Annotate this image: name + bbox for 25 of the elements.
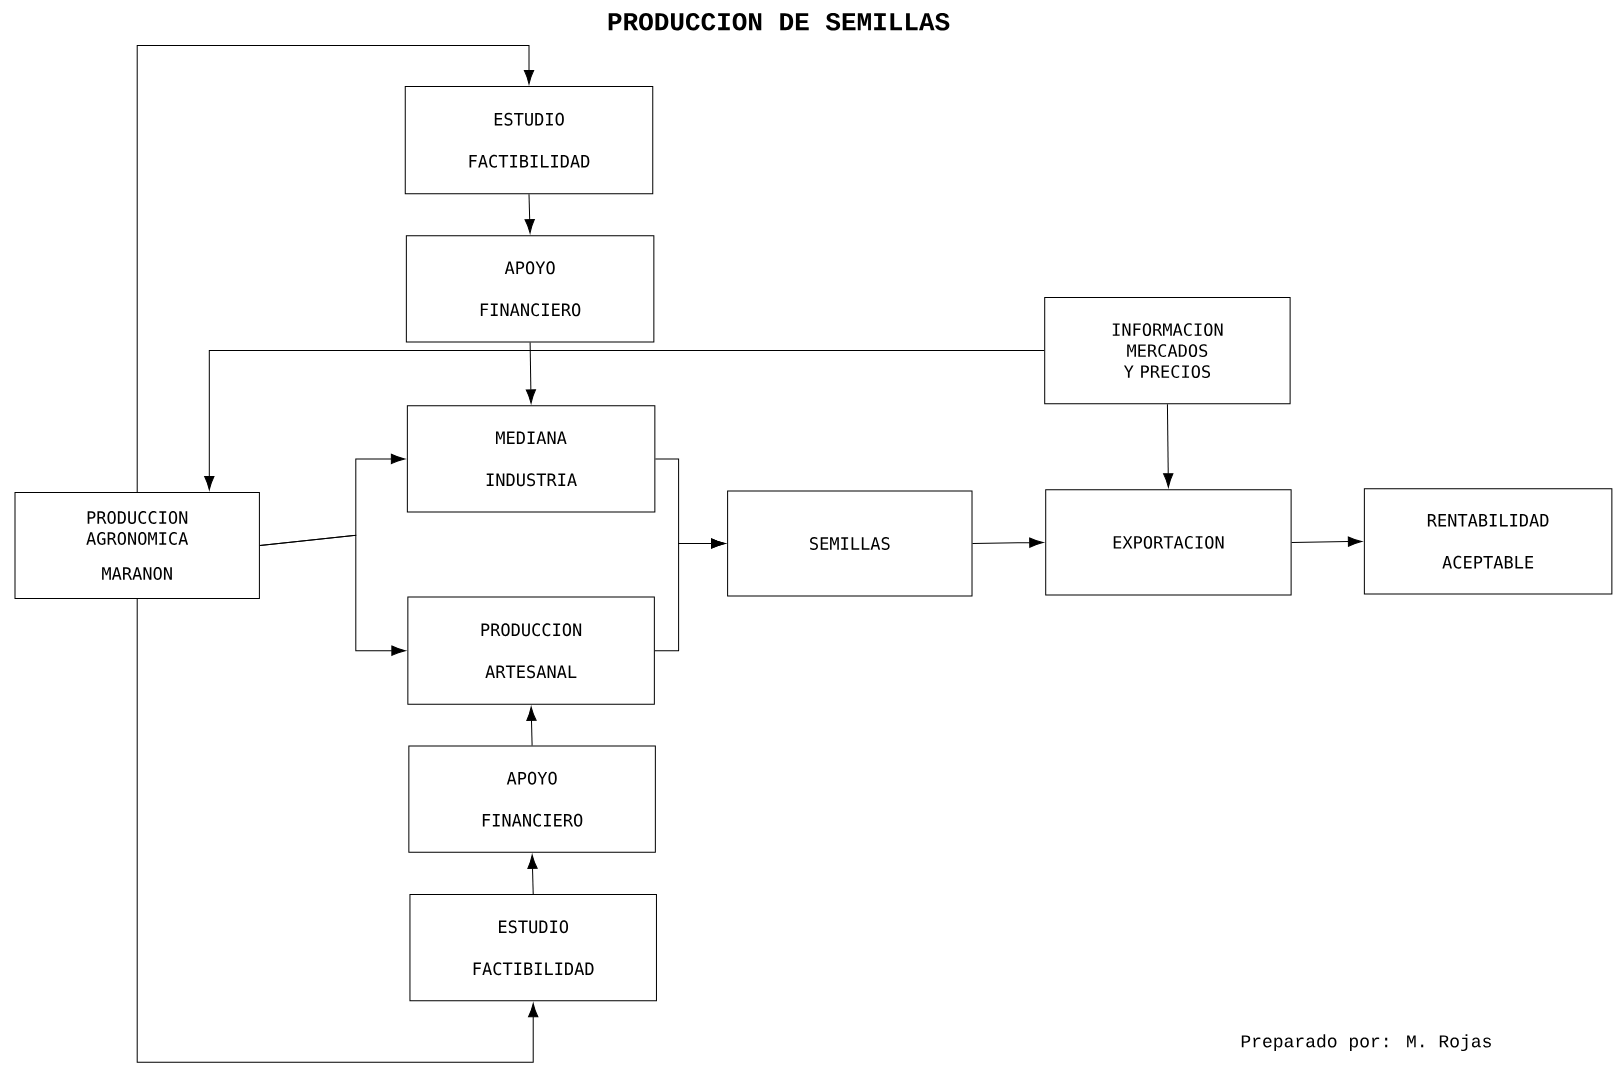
arrow [136,598,539,1063]
process-box: ESTUDIO FACTIBILIDAD [409,894,657,1002]
arrow [204,350,1045,491]
arrow [525,341,536,404]
process-box: PRODUCCION ARTESANAL [407,596,655,705]
arrow [259,534,406,656]
process-box: SEMILLAS [727,490,973,597]
arrow [1291,536,1363,547]
arrow [654,538,726,652]
process-box: PRODUCCION AGRONOMICA MARANON [14,491,260,600]
arrow [136,44,535,493]
process-box: INFORMACION MERCADOS Y PRECIOS [1044,297,1291,405]
process-box: EXPORTACION [1045,489,1292,596]
process-box: ESTUDIO FACTIBILIDAD [404,86,654,195]
arrow [527,854,538,895]
process-box: MEDIANA INDUSTRIA [406,405,656,513]
arrow [1163,403,1174,488]
author-note: Preparado por: M. Rojas [1241,1034,1491,1051]
process-box: APOYO FINANCIERO [408,745,656,853]
title: PRODUCCION DE SEMILLAS [608,12,950,31]
arrow [524,193,535,234]
arrow [972,537,1044,548]
arrow [526,706,537,747]
process-box: RENTABILIDAD ACEPTABLE [1363,488,1613,595]
process-box: APOYO FINANCIERO [405,235,655,343]
